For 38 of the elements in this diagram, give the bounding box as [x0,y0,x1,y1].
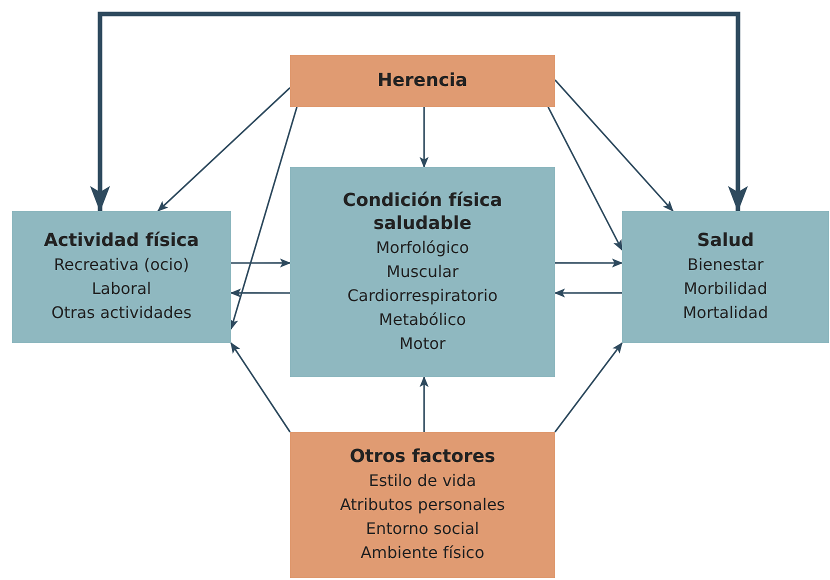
arrow [231,258,291,268]
arrow [554,288,622,298]
box-text: Bienestar [687,254,764,276]
box-text: Recreativa (ocio) [54,254,190,276]
box-text: Muscular [386,260,459,282]
box-text: Otras actividades [51,302,192,324]
box-heading: Condición física saludable [342,188,504,234]
box-text: Ambiente físico [360,542,484,564]
box-text: Motor [399,332,446,354]
box-heading: Actividad física [44,229,200,252]
box-heading: Salud [697,229,754,252]
process-box [12,211,231,343]
box-text: Metabólico [378,308,466,330]
arrow [230,106,298,330]
box-text: Entorno social [366,518,480,540]
box-text: Estilo de vida [368,470,476,492]
process-box [622,211,829,343]
arrow [547,106,623,251]
arrow [157,87,291,212]
box-heading: Herencia [377,69,468,92]
box-text: Laboral [92,278,152,300]
arrow [230,342,291,432]
process-box [290,432,555,578]
arrow [420,107,429,168]
arrow [555,258,623,268]
box-text: Cardiorrespiratorio [347,284,498,306]
arrow [420,376,429,432]
box-text: Morfológico [376,236,469,258]
box-text: Mortalidad [682,302,768,324]
arrow [230,288,290,298]
process-box [290,55,555,107]
arrow [554,79,674,212]
box-text: Morbilidad [684,278,768,300]
process-box [290,167,555,377]
arrow [90,12,748,212]
box-heading: Otros factores [350,445,496,468]
box-text: Atributos personales [340,494,505,516]
arrow [554,342,623,432]
